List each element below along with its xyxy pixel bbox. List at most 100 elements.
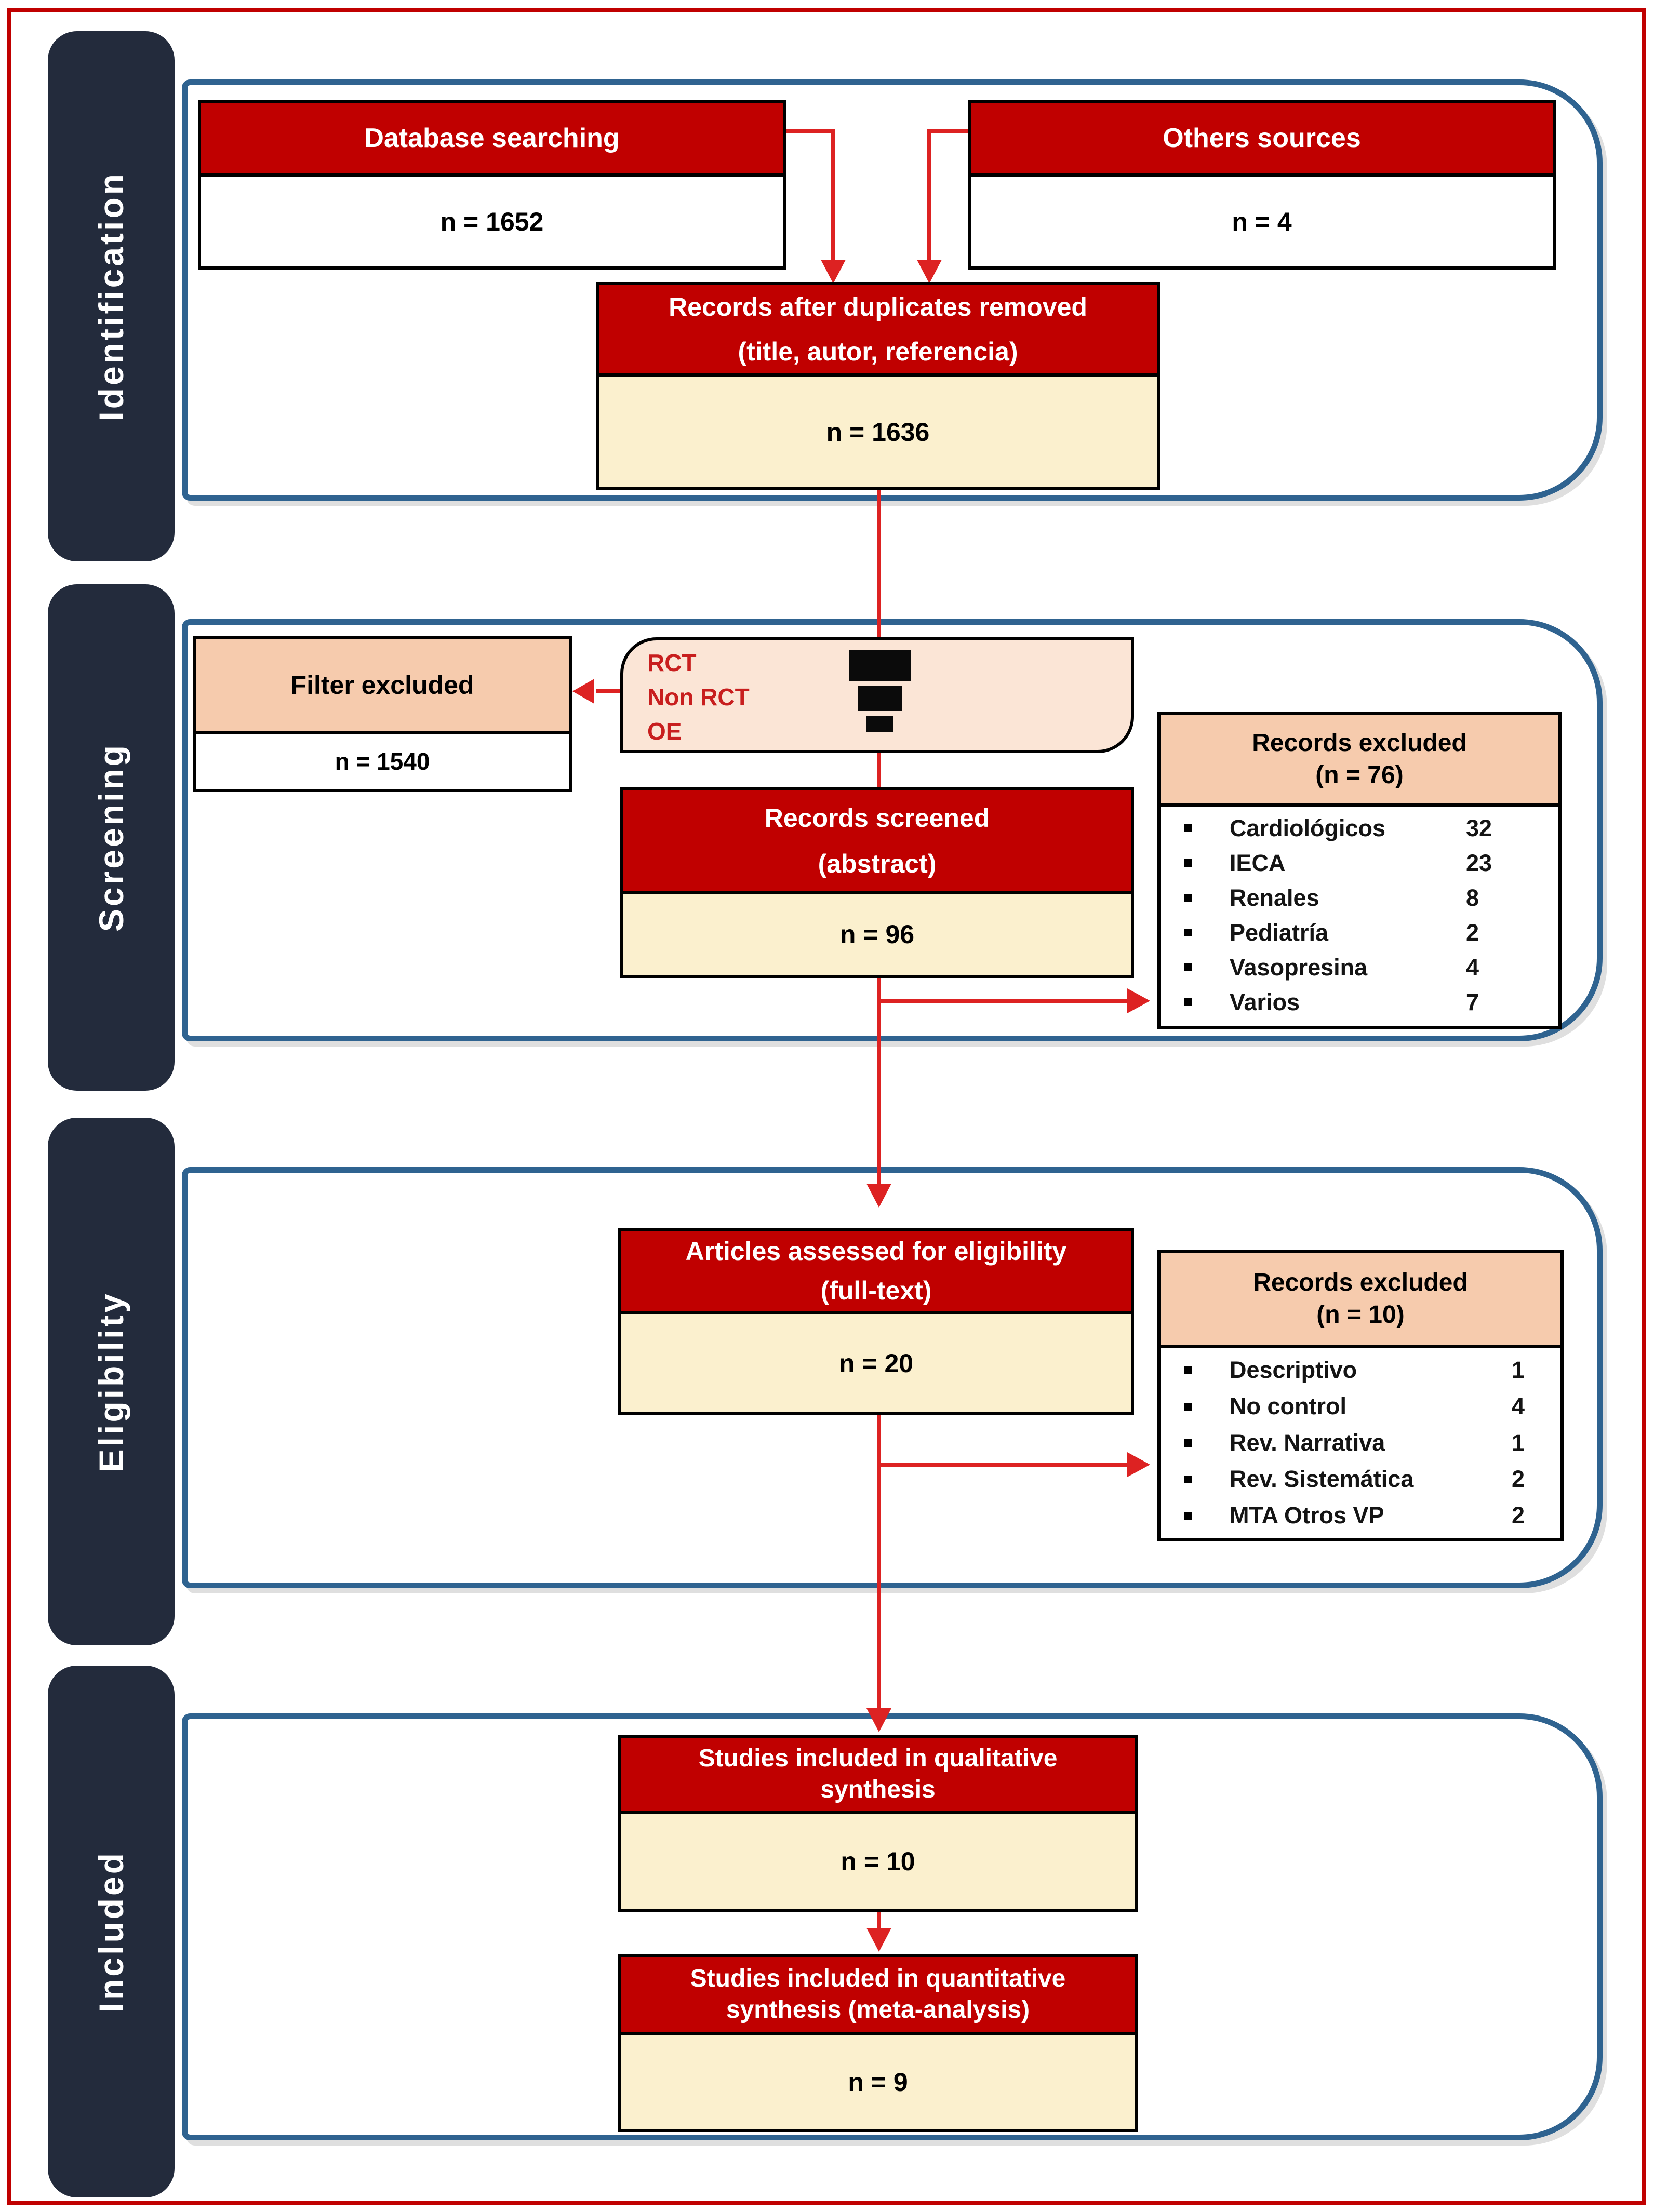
stage-identification: Identification <box>48 31 175 561</box>
duplicates-removed-count: n = 1636 <box>599 377 1157 487</box>
container-eligibility <box>182 1167 1603 1588</box>
records-excluded-76-title-line1: Records excluded <box>1252 729 1467 757</box>
list-item: Rev. Narrativa 1 <box>1161 1425 1560 1461</box>
qualitative-synthesis-title: Studies included in qualitative synthesi… <box>621 1738 1135 1814</box>
list-item: Renales 8 <box>1161 880 1558 915</box>
list-item: Varios 7 <box>1161 985 1558 1020</box>
list-item-value: 4 <box>1466 954 1479 981</box>
list-item: Pediatría 2 <box>1161 915 1558 950</box>
arrow-others-to-duplicates-vline <box>927 129 931 261</box>
container-screening <box>182 619 1603 1041</box>
quantitative-synthesis-title-line1: Studies included in quantitative <box>690 1965 1066 1993</box>
arrow-database-to-duplicates-vline <box>831 129 835 261</box>
arrow-screened-to-articles-line <box>877 978 881 1185</box>
list-item-value: 2 <box>1466 919 1479 946</box>
filter-excluded-count: n = 1540 <box>196 734 569 789</box>
bullet-icon <box>1184 963 1192 971</box>
container-identification <box>182 79 1603 501</box>
list-item: MTA Otros VP 2 <box>1161 1497 1560 1534</box>
list-item: Descriptivo 1 <box>1161 1352 1560 1388</box>
list-item-label: Rev. Narrativa <box>1230 1429 1385 1456</box>
bullet-icon <box>1184 1366 1192 1374</box>
filter-excluded-title: Filter excluded <box>196 639 569 734</box>
bullet-icon <box>1184 998 1192 1006</box>
list-item: IECA 23 <box>1161 846 1558 880</box>
list-item-label: Renales <box>1230 884 1319 911</box>
records-excluded-10-title-line2: (n = 10) <box>1316 1301 1405 1329</box>
records-screened-box: Records screened (abstract) n = 96 <box>620 787 1134 978</box>
list-item-label: Rev. Sistemática <box>1230 1466 1414 1492</box>
articles-assessed-title-line1: Articles assessed for eligibility <box>685 1237 1067 1266</box>
line-duplicates-to-criteria <box>877 489 881 637</box>
filter-criteria-text: RCT Non RCT OE <box>647 646 750 748</box>
records-screened-title-line1: Records screened <box>764 803 990 833</box>
list-item-label: Varios <box>1230 988 1300 1015</box>
records-screened-title-line2: (abstract) <box>818 849 937 878</box>
arrow-others-to-duplicates-hline <box>927 129 968 133</box>
arrow-articles-to-excluded10-line <box>881 1463 1127 1467</box>
filter-criteria-box: RCT Non RCT OE <box>620 637 1134 753</box>
list-item-label: Cardiológicos <box>1230 814 1386 841</box>
list-item-label: IECA <box>1230 849 1286 876</box>
arrow-screened-to-excluded76-line <box>881 999 1127 1003</box>
list-item-value: 1 <box>1512 1429 1525 1456</box>
bullet-icon <box>1184 1511 1192 1520</box>
list-item-value: 32 <box>1466 814 1492 841</box>
stage-screening: Screening <box>48 584 175 1091</box>
others-sources-title: Others sources <box>971 103 1553 177</box>
filter-criteria-line3: OE <box>647 718 682 745</box>
arrow-criteria-to-filter-excluded-line <box>596 689 620 693</box>
stage-included-label: Included <box>92 1851 130 2013</box>
list-item-value: 7 <box>1466 988 1479 1015</box>
duplicates-removed-title-line1: Records after duplicates removed <box>669 292 1087 321</box>
arrow-criteria-to-filter-excluded-head-icon <box>572 679 594 704</box>
records-excluded-76-list: Cardiológicos 32 IECA 23 Renales 8 Pedia… <box>1161 807 1558 1026</box>
list-item: No control 4 <box>1161 1388 1560 1425</box>
bullet-icon <box>1184 894 1192 902</box>
stage-included: Included <box>48 1666 175 2197</box>
filter-criteria-line2: Non RCT <box>647 683 750 710</box>
articles-assessed-box: Articles assessed for eligibility (full-… <box>618 1228 1134 1415</box>
arrow-screened-to-excluded76-head-icon <box>1127 988 1150 1013</box>
records-excluded-76-box: Records excluded (n = 76) Cardiológicos … <box>1157 712 1562 1029</box>
bullet-icon <box>1184 929 1192 936</box>
bullet-icon <box>1184 1475 1192 1483</box>
arrow-articles-to-excluded10-head-icon <box>1127 1452 1150 1477</box>
duplicates-removed-title-line2: (title, autor, referencia) <box>738 337 1018 366</box>
outer-red-border <box>7 8 1646 2205</box>
database-searching-title: Database searching <box>201 103 783 177</box>
others-sources-box: Others sources n = 4 <box>968 100 1556 270</box>
list-item-value: 23 <box>1466 849 1492 876</box>
arrow-others-to-duplicates-head-icon <box>917 260 942 284</box>
stage-eligibility-label: Eligibility <box>92 1291 130 1472</box>
list-item-label: Vasopresina <box>1230 954 1368 981</box>
list-item-value: 2 <box>1512 1502 1525 1529</box>
duplicates-removed-box: Records after duplicates removed (title,… <box>596 282 1160 490</box>
qualitative-synthesis-title-line1: Studies included in qualitative <box>698 1745 1058 1773</box>
list-item: Vasopresina 4 <box>1161 950 1558 985</box>
list-item: Rev. Sistemática 2 <box>1161 1461 1560 1497</box>
qualitative-synthesis-title-line2: synthesis <box>820 1776 936 1803</box>
quantitative-synthesis-box: Studies included in quantitative synthes… <box>618 1954 1138 2132</box>
container-included <box>182 1713 1603 2140</box>
list-item-label: No control <box>1230 1393 1346 1419</box>
stage-eligibility: Eligibility <box>48 1118 175 1645</box>
list-item-label: Descriptivo <box>1230 1357 1357 1383</box>
articles-assessed-title-line2: (full-text) <box>820 1276 932 1305</box>
arrow-qualitative-to-quantitative-head-icon <box>866 1928 891 1952</box>
filter-criteria-line1: RCT <box>647 649 697 676</box>
records-screened-count: n = 96 <box>623 894 1131 975</box>
others-sources-count: n = 4 <box>971 177 1553 266</box>
list-item-value: 1 <box>1512 1357 1525 1383</box>
bullet-icon <box>1184 859 1192 867</box>
records-screened-title: Records screened (abstract) <box>623 790 1131 894</box>
records-excluded-76-title-line2: (n = 76) <box>1315 761 1404 789</box>
list-item-label: Pediatría <box>1230 919 1329 946</box>
arrow-database-to-duplicates-head-icon <box>821 260 846 284</box>
arrow-articles-to-qualitative-head-icon <box>866 1708 891 1732</box>
filter-excluded-box: Filter excluded n = 1540 <box>193 636 572 792</box>
line-criteria-to-screened <box>877 753 881 787</box>
qualitative-synthesis-box: Studies included in qualitative synthesi… <box>618 1735 1138 1912</box>
database-searching-box: Database searching n = 1652 <box>198 100 786 270</box>
